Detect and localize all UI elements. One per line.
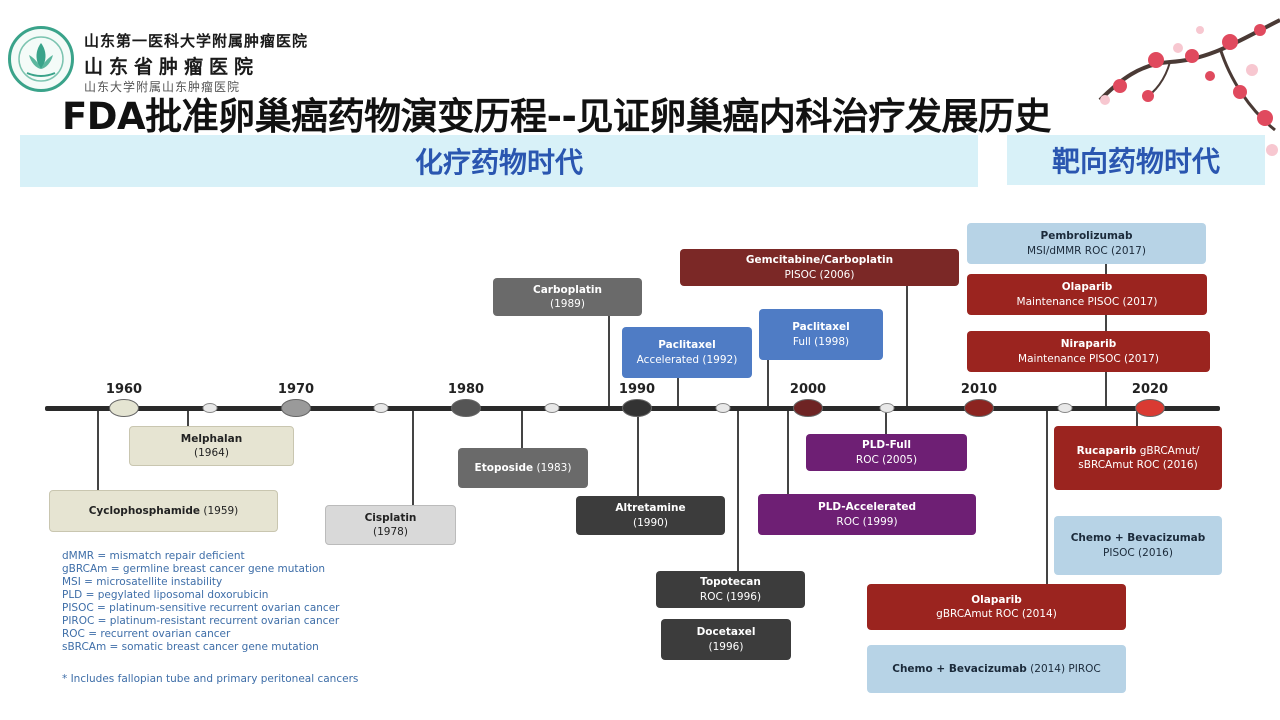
approval-olaparib-2014: Olaparib gBRCAmut ROC (2014) [867, 584, 1126, 630]
glossary-item: sBRCAm = somatic breast cancer gene muta… [62, 641, 319, 653]
year-node [281, 399, 311, 417]
year-label: 2010 [960, 382, 998, 397]
glossary-item: PIROC = platinum-resistant recurrent ova… [62, 615, 340, 627]
connector-topotecan-docetaxel [737, 408, 739, 571]
approval-carboplatin: Carboplatin (1989) [493, 278, 642, 316]
hospital-logo [8, 26, 74, 92]
year-label: 1960 [105, 382, 143, 397]
approval-cyclophosphamide: Cyclophosphamide (1959) [49, 490, 278, 532]
lotus-icon [18, 36, 64, 82]
institution-name-line1: 山东第一医科大学附属肿瘤医院 [84, 32, 309, 50]
connector-paclitaxel-full [767, 360, 769, 408]
glossary-item: PISOC = platinum-sensitive recurrent ova… [62, 602, 340, 614]
connector-etoposide [521, 408, 523, 448]
era-band-chemotherapy: 化疗药物时代 [20, 135, 978, 187]
abbreviation-glossary: dMMR = mismatch repair deficient gBRCAm … [62, 550, 339, 654]
year-node [964, 399, 994, 417]
approval-rucaparib: Rucaparib gBRCAmut/ sBRCAmut ROC (2016) [1054, 426, 1222, 490]
approval-cisplatin: Cisplatin (1978) [325, 505, 456, 545]
year-node [622, 399, 652, 417]
half-decade-marker [544, 403, 560, 413]
half-decade-marker [373, 403, 389, 413]
connector-olaparib-2014 [1046, 408, 1048, 584]
approval-chemo-bevacizumab-2014: Chemo + Bevacizumab (2014) PIROC [867, 645, 1126, 693]
era-label-targeted: 靶向药物时代 [1051, 145, 1220, 178]
plum-blossom-decoration [1098, 18, 1280, 156]
connector-carboplatin [608, 314, 610, 408]
half-decade-marker [879, 403, 895, 413]
connector-gemcitabine [906, 286, 908, 408]
half-decade-marker [1057, 403, 1073, 413]
approval-paclitaxel-accelerated: Paclitaxel Accelerated (1992) [622, 327, 752, 378]
approval-olaparib-2017: Olaparib Maintenance PISOC (2017) [967, 274, 1207, 315]
approval-etoposide: Etoposide (1983) [458, 448, 588, 488]
approval-niraparib-2017: Niraparib Maintenance PISOC (2017) [967, 331, 1210, 372]
year-node [793, 399, 823, 417]
year-label: 1980 [447, 382, 485, 397]
approval-topotecan: Topotecan ROC (1996) [656, 571, 805, 608]
approval-docetaxel: Docetaxel (1996) [661, 619, 791, 660]
year-node [109, 399, 139, 417]
approval-altretamine: Altretamine (1990) [576, 496, 725, 535]
connector-pld-full [885, 408, 887, 434]
glossary-item: MSI = microsatellite instability [62, 576, 223, 588]
glossary-item: PLD = pegylated liposomal doxorubicin [62, 589, 269, 601]
institution-name-line3: 山东大学附属山东肿瘤医院 [84, 80, 241, 94]
half-decade-marker [202, 403, 218, 413]
glossary-item: dMMR = mismatch repair deficient [62, 550, 245, 562]
year-label: 1990 [618, 382, 656, 397]
institution-name-line2: 山东省肿瘤医院 [84, 56, 260, 78]
era-band-targeted: 靶向药物时代 [1007, 135, 1265, 185]
year-label: 2020 [1131, 382, 1169, 397]
year-label: 2000 [789, 382, 827, 397]
approval-pld-full: PLD-Full ROC (2005) [806, 434, 967, 471]
connector-cyclophosphamide [97, 408, 99, 490]
glossary-item: ROC = recurrent ovarian cancer [62, 628, 231, 640]
approval-pld-accelerated: PLD-Accelerated ROC (1999) [758, 494, 976, 535]
approval-gemcitabine-carboplatin: Gemcitabine/Carboplatin PISOC (2006) [680, 249, 959, 286]
era-label-chemotherapy: 化疗药物时代 [414, 146, 583, 179]
approval-melphalan: Melphalan (1964) [129, 426, 294, 466]
connector-paclitaxel-accelerated [677, 378, 679, 408]
connector-melphalan [187, 408, 189, 426]
year-node [451, 399, 481, 417]
connector-cisplatin [412, 408, 414, 505]
page-title: FDA批准卵巢癌药物演变历程--见证卵巢癌内科治疗发展历史 [62, 95, 1051, 138]
glossary-item: gBRCAm = germline breast cancer gene mut… [62, 563, 326, 575]
year-node [1135, 399, 1165, 417]
year-label: 1970 [277, 382, 315, 397]
approval-chemo-bevacizumab-2016: Chemo + Bevacizumab PISOC (2016) [1054, 516, 1222, 575]
approval-paclitaxel-full: Paclitaxel Full (1998) [759, 309, 883, 360]
approval-pembrolizumab: Pembrolizumab MSI/dMMR ROC (2017) [967, 223, 1206, 264]
half-decade-marker [715, 403, 731, 413]
footnote: * Includes fallopian tube and primary pe… [62, 673, 359, 685]
connector-altretamine [637, 408, 639, 496]
connector-pld-accelerated [787, 408, 789, 494]
connector-rucaparib [1136, 408, 1138, 426]
